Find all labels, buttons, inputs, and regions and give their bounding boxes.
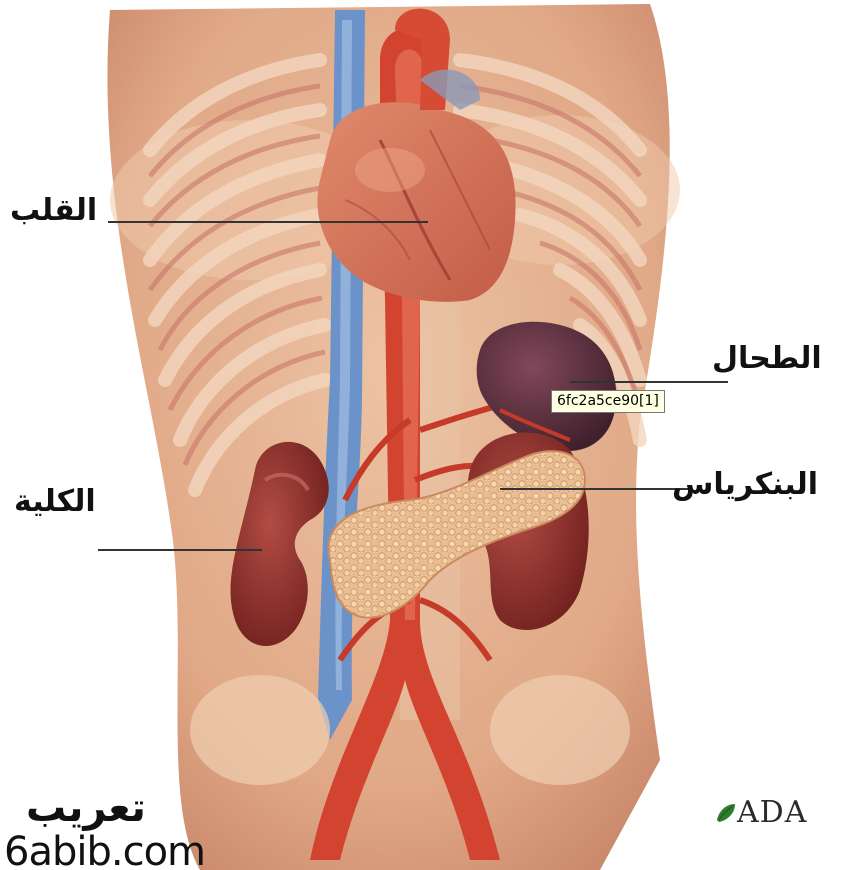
heart-shine xyxy=(355,148,425,192)
label-kidney: الكلية xyxy=(14,487,96,517)
pelvis-left xyxy=(190,675,330,785)
label-spleen: الطحال xyxy=(712,344,822,374)
watermark-site: 6abib.com xyxy=(4,832,205,870)
leaf-icon xyxy=(715,802,737,824)
ada-logo: ADA xyxy=(715,795,807,830)
label-pancreas: البنكرياس xyxy=(672,470,818,500)
pelvis-right xyxy=(490,675,630,785)
watermark-arabic: تعريب xyxy=(26,788,146,828)
ada-logo-text: ADA xyxy=(737,795,807,830)
image-tooltip: 6fc2a5ce90[1] xyxy=(551,390,665,413)
label-heart: القلب xyxy=(10,196,97,226)
